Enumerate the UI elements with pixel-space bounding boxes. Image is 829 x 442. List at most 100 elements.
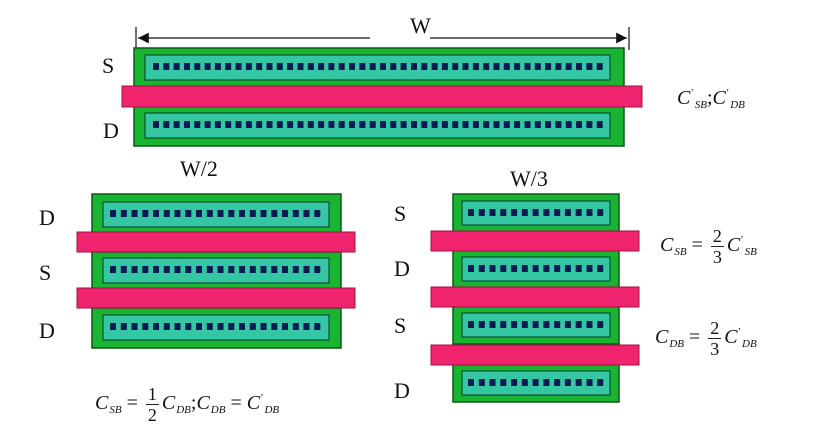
contact-square <box>349 63 355 70</box>
contact-square <box>228 323 235 330</box>
contact-square <box>228 266 235 273</box>
contact-square <box>163 121 170 128</box>
contact-square <box>576 63 582 70</box>
contact-square <box>575 321 582 328</box>
contact-square <box>249 210 256 217</box>
terminal-label-drain: D <box>394 378 410 403</box>
contact-square <box>478 321 485 328</box>
contact-square <box>271 323 278 330</box>
contact-square <box>380 121 386 128</box>
contact-square <box>359 121 366 128</box>
contact-square <box>586 209 593 216</box>
contact-square <box>564 321 571 328</box>
diffusion-drain <box>133 105 625 147</box>
contact-square <box>521 209 528 216</box>
contact-square <box>565 63 572 70</box>
terminal-label-source: S <box>39 260 52 285</box>
diffusion-source <box>91 251 342 293</box>
contact-square <box>521 379 528 386</box>
diffusion-drain-2 <box>91 307 342 349</box>
contact-square <box>575 379 582 386</box>
contact-square <box>543 321 550 328</box>
contact-square <box>174 323 181 330</box>
contact-square <box>318 121 325 128</box>
contact-square <box>142 266 149 273</box>
contact-square <box>597 379 604 386</box>
contact-square <box>524 63 531 70</box>
three-finger-transistor <box>430 193 640 403</box>
contact-square <box>462 63 469 70</box>
contact-square <box>217 210 224 217</box>
contact-square <box>543 209 550 216</box>
contact-square <box>421 121 428 128</box>
contact-square <box>596 63 603 70</box>
contact-square <box>266 63 273 70</box>
contact-square <box>282 210 288 217</box>
contact-square <box>468 379 474 386</box>
contact-square <box>120 266 127 273</box>
width-label-third: W/3 <box>510 166 548 191</box>
contact-square <box>153 63 159 70</box>
contact-square <box>468 321 474 328</box>
contact-square <box>564 265 571 272</box>
width-dimension <box>135 27 630 50</box>
contact-square <box>131 210 138 217</box>
gate-poly-3 <box>430 344 640 366</box>
contact-square <box>521 265 528 272</box>
contact-square <box>555 63 562 70</box>
contact-square <box>431 121 438 128</box>
contact-square <box>110 266 116 273</box>
contact-square <box>543 265 550 272</box>
contact-square <box>314 266 321 273</box>
contact-square <box>314 210 321 217</box>
contact-square <box>225 121 232 128</box>
contact-square <box>575 209 582 216</box>
contact-square <box>586 321 593 328</box>
contact-square <box>514 121 521 128</box>
gate-poly-1 <box>430 230 640 252</box>
contact-square <box>206 323 213 330</box>
contact-square <box>493 63 500 70</box>
contact-square <box>174 210 181 217</box>
contact-square <box>328 63 335 70</box>
contact-square <box>400 63 407 70</box>
contact-square <box>532 379 539 386</box>
contact-square <box>338 63 345 70</box>
contact-square <box>318 63 325 70</box>
contact-square <box>597 209 604 216</box>
contact-square <box>307 121 314 128</box>
contact-square <box>184 121 190 128</box>
contact-square <box>271 266 278 273</box>
contact-square <box>452 121 459 128</box>
contact-square <box>534 63 541 70</box>
contact-square <box>163 63 170 70</box>
contact-square <box>214 63 221 70</box>
contact-square <box>153 210 159 217</box>
contact-square <box>276 63 283 70</box>
contact-square <box>524 121 531 128</box>
contact-square <box>249 323 256 330</box>
contact-square <box>282 266 288 273</box>
contact-square <box>472 63 479 70</box>
contact-square <box>441 121 448 128</box>
diffusion-source-1 <box>452 193 620 233</box>
contact-square <box>554 321 561 328</box>
contact-square <box>586 63 593 70</box>
contact-square <box>249 266 256 273</box>
contact-square <box>217 323 224 330</box>
contact-square <box>328 121 335 128</box>
contact-square <box>390 63 397 70</box>
diffusion-source <box>133 47 625 89</box>
contact-square <box>500 209 507 216</box>
width-label-half: W/2 <box>180 156 218 181</box>
contact-square <box>303 266 310 273</box>
contact-square <box>256 63 263 70</box>
contact-square <box>565 121 572 128</box>
contact-square <box>597 265 604 272</box>
contact-square <box>120 210 127 217</box>
contact-square <box>235 121 242 128</box>
contact-square <box>596 121 603 128</box>
equation-single-finger: C'SB;C'DB <box>677 87 745 111</box>
contact-square <box>153 323 159 330</box>
